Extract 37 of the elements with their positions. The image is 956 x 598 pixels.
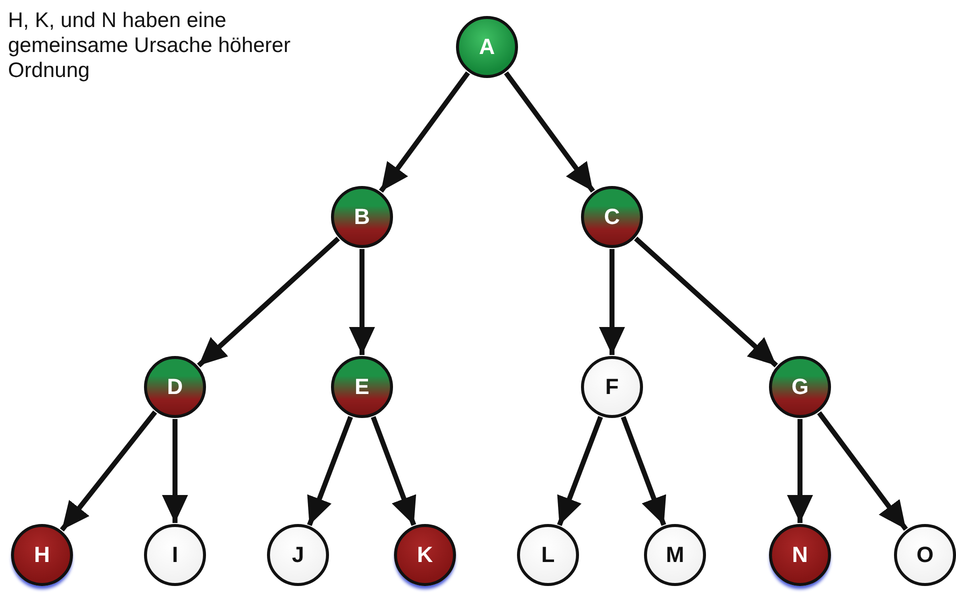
circle-node bbox=[581, 186, 643, 248]
circle-node bbox=[144, 356, 206, 418]
arrow bbox=[378, 71, 470, 193]
arrow bbox=[634, 236, 778, 368]
circle-node bbox=[394, 524, 456, 586]
node-label: H bbox=[34, 542, 50, 568]
node-label: L bbox=[541, 542, 555, 568]
node-label: M bbox=[666, 542, 684, 568]
arrow bbox=[557, 416, 603, 526]
arrow bbox=[504, 71, 596, 193]
node-label: F bbox=[605, 374, 619, 400]
arrow bbox=[307, 416, 353, 526]
arrow bbox=[197, 236, 340, 368]
node-label: D bbox=[167, 374, 183, 400]
node-label: J bbox=[292, 542, 304, 568]
note-text: H, K, und N haben eine gemeinsame Ursache höherer Ordnung bbox=[8, 8, 292, 83]
node-label: O bbox=[916, 542, 934, 568]
arrow bbox=[817, 411, 908, 531]
arrow bbox=[349, 249, 375, 355]
circle-node bbox=[11, 524, 73, 586]
arrow bbox=[162, 419, 188, 523]
arrow bbox=[787, 419, 813, 523]
node-label: C bbox=[604, 204, 620, 230]
arrow bbox=[620, 416, 666, 526]
circle-node bbox=[769, 356, 831, 418]
node-label: B bbox=[354, 204, 370, 230]
node-label: E bbox=[354, 374, 370, 400]
circle-node bbox=[769, 524, 831, 586]
node-label: G bbox=[791, 374, 809, 400]
node-label: I bbox=[172, 542, 178, 568]
circle-node bbox=[331, 186, 393, 248]
node-label: K bbox=[417, 542, 433, 568]
node-label: A bbox=[479, 34, 495, 60]
arrow bbox=[599, 249, 625, 355]
arrow bbox=[60, 410, 158, 532]
node-label: N bbox=[792, 542, 808, 568]
arrow bbox=[370, 416, 416, 526]
